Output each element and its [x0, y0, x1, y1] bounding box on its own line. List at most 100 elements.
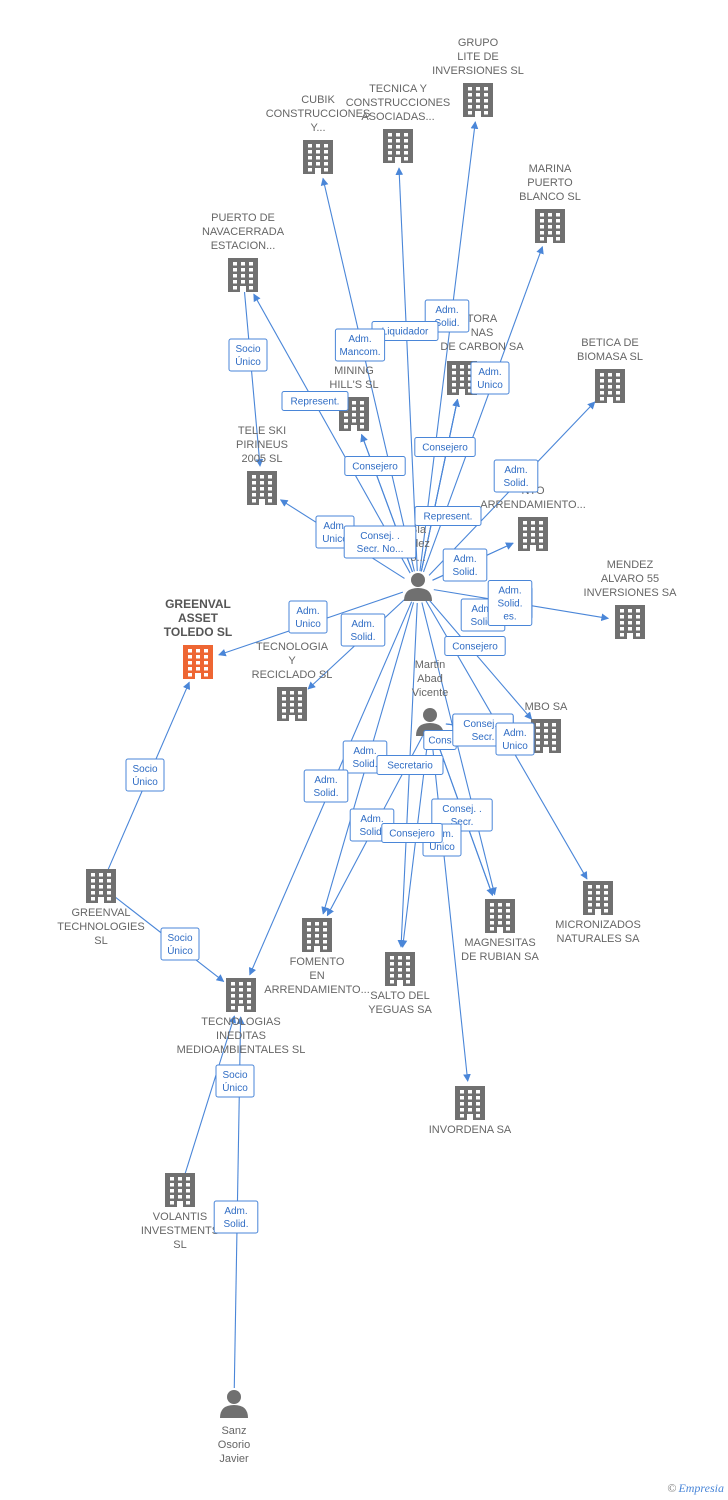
company-node-cubik[interactable]: CUBIKCONSTRUCCIONESY... — [266, 94, 371, 174]
edge-role-text: Adm. — [351, 619, 374, 630]
node-label: MICRONIZADOS — [555, 919, 641, 931]
edge-role-text: Adm. — [360, 814, 383, 825]
node-label: ARRENDAMIENTO... — [264, 984, 370, 996]
node-label: TECNOLOGIAS — [201, 1016, 280, 1028]
node-label: GRUPO — [458, 37, 499, 49]
edge-role-label: Adm. Solid. — [340, 613, 386, 647]
edge-role-text: Adm. — [478, 367, 501, 378]
node-label: RECICLADO SL — [252, 669, 333, 681]
edge-role-text: Secr. — [451, 817, 474, 828]
edge-role-label: Represent. — [414, 506, 482, 526]
edge-role-label: Adm.Solid. — [303, 769, 349, 803]
node-label: PUERTO DE — [211, 212, 275, 224]
node-label: NATURALES SA — [557, 933, 641, 945]
edge-role-text: Solid. — [452, 567, 477, 578]
edge-role-text: Unico — [477, 380, 503, 391]
edge-role-text: Adm. — [348, 334, 371, 345]
edge-role-text: Liquidador — [382, 327, 429, 338]
company-node-invordena[interactable]: INVORDENA SA — [429, 1086, 512, 1136]
edge-role-text: Adm. — [503, 728, 526, 739]
edge-role-text: Unico — [502, 741, 528, 752]
edge-role-text: Cons — [428, 736, 451, 747]
edge-role-text: Solid. — [497, 599, 522, 610]
edge-role-label: Adm.Solid. — [442, 548, 488, 582]
relationship-edge — [419, 121, 479, 572]
company-node-arrend[interactable]: NTOARRENDAMIENTO... — [480, 485, 586, 551]
company-node-tecnica[interactable]: TECNICA YCONSTRUCCIONESASOCIADAS... — [346, 83, 451, 163]
node-label: 2005 SL — [242, 453, 283, 465]
relationship-edge — [421, 602, 497, 896]
node-label: BIOMASA SL — [577, 351, 643, 363]
edge-role-label: Consej. . Secr. — [431, 798, 493, 832]
footer-credit: ©Empresia — [667, 1481, 724, 1496]
company-node-fomento[interactable]: FOMENTOENARRENDAMIENTO... — [264, 918, 370, 996]
edge-role-label: Adm.Solid. — [213, 1200, 259, 1234]
edge-role-text: Solid. — [434, 318, 459, 329]
building-icon — [226, 978, 256, 1012]
node-label: FOMENTO — [290, 956, 345, 968]
building-icon — [165, 1173, 195, 1207]
building-icon — [228, 258, 258, 292]
edge-role-text: Único — [235, 355, 261, 368]
company-node-micronizados[interactable]: MICRONIZADOS NATURALES SA — [555, 881, 641, 945]
node-label: HILL'S SL — [329, 379, 378, 391]
node-label: GREENVAL — [71, 907, 130, 919]
company-node-mbo[interactable]: MBO SA — [525, 701, 568, 753]
relationship-edge — [243, 290, 264, 467]
person-icon — [220, 1390, 248, 1418]
node-label: GREENVAL — [165, 597, 231, 611]
node-label: TECNOLOGIA — [256, 641, 329, 653]
node-label: YEGUAS SA — [368, 1004, 432, 1016]
company-node-puerto-nav[interactable]: PUERTO DENAVACERRADAESTACION... — [202, 212, 285, 292]
edge-role-text: Consej. . — [442, 804, 481, 815]
building-icon — [485, 899, 515, 933]
node-label: CONSTRUCCIONES — [346, 97, 451, 109]
edge-role-text: Consej. . — [360, 531, 399, 542]
relationship-edge — [420, 398, 460, 572]
edge-role-text: Adm. — [471, 604, 494, 615]
node-label: LITE DE — [457, 51, 499, 63]
edge-role-label: Consejero — [414, 437, 476, 457]
edge-role-text: Secr. No... — [357, 544, 404, 555]
node-label: MEDIOAMBIENTALES SL — [177, 1044, 306, 1056]
building-icon — [463, 83, 493, 117]
node-label: SL — [94, 935, 107, 947]
brand-name: Empresia — [678, 1481, 724, 1495]
node-label: Osorio — [218, 1439, 250, 1451]
edge-role-label: Consej. . Secr. No... — [343, 525, 417, 559]
edge-role-text: Represent. — [291, 397, 340, 408]
edge-role-text: Secr. — [472, 732, 495, 743]
edge-role-text: Represent. — [424, 512, 473, 523]
node-label: Y... — [310, 122, 325, 134]
node-label: NAVACERRADA — [202, 226, 285, 238]
node-label: ASOCIADAS... — [361, 111, 434, 123]
building-icon — [247, 471, 277, 505]
edge-role-label: Represent. — [281, 391, 349, 411]
node-label: PUERTO — [527, 177, 573, 189]
node-label: DE RUBIAN SA — [461, 951, 539, 963]
node-label: Abad — [417, 673, 443, 685]
node-label: Sanz — [221, 1425, 246, 1437]
edge-role-text: Adm. — [498, 586, 521, 597]
edge-role-text: Solid. — [350, 632, 375, 643]
building-icon — [277, 687, 307, 721]
